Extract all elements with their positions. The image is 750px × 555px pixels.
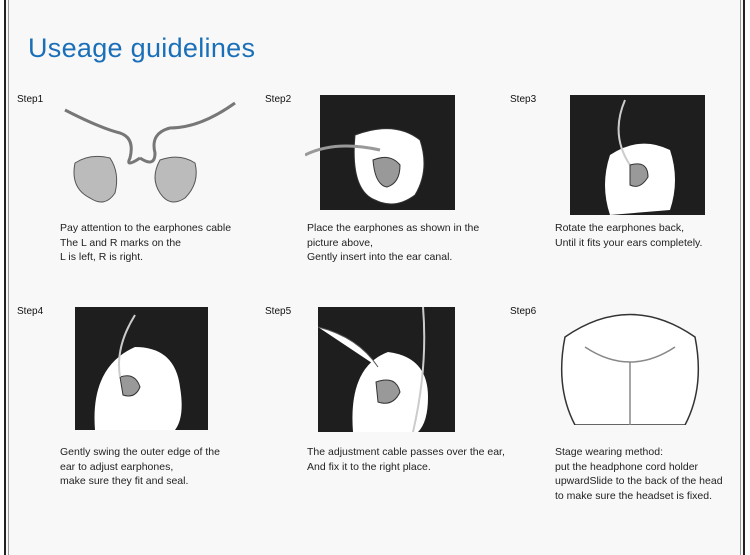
- step2-caption: Place the earphones as shown in the pict…: [307, 221, 479, 265]
- caption-line: picture above,: [307, 236, 373, 249]
- step5-label: Step5: [265, 306, 292, 317]
- step3-caption: Rotate the earphones back, Until it fits…: [555, 221, 702, 250]
- step6-head-illustration: [560, 313, 700, 425]
- caption-line: Rotate the earphones back,: [555, 222, 685, 234]
- caption-line: L is left, R is right.: [60, 251, 144, 263]
- step1-earphones-illustration: [64, 101, 236, 203]
- step6-caption: Stage wearing method: put the headphone …: [555, 445, 723, 503]
- caption-line: The L and R marks on the: [60, 236, 182, 249]
- step5-cable-illustration: [318, 307, 455, 432]
- step4-label: Step4: [17, 306, 44, 317]
- caption-line: upwardSlide to the back of the head: [555, 475, 723, 487]
- step1-label: Step1: [17, 94, 44, 105]
- step2-label: Step2: [265, 94, 292, 105]
- caption-line: ear to adjust earphones,: [60, 460, 174, 473]
- caption-line: make sure they fit and seal.: [60, 475, 189, 487]
- caption-line: Gently swing the outer edge of the: [60, 446, 220, 458]
- caption-line: Stage wearing method:: [555, 446, 663, 458]
- step6-label: Step6: [510, 306, 537, 317]
- step3-ear-illustration: [570, 95, 705, 215]
- step3-label: Step3: [510, 94, 537, 105]
- caption-line: Pay attention to the earphones cable: [60, 222, 232, 234]
- caption-line: put the headphone cord holder: [555, 460, 699, 473]
- step4-caption: Gently swing the outer edge of the ear t…: [60, 445, 220, 489]
- caption-line: Gently insert into the ear canal.: [307, 251, 453, 263]
- step4-adjust-illustration: [75, 307, 208, 430]
- caption-line: And fix it to the right place.: [307, 460, 431, 473]
- caption-line: Until it fits your ears completely.: [555, 236, 703, 249]
- step2-ear-illustration: [305, 95, 455, 210]
- caption-line: to make sure the headset is fixed.: [555, 489, 713, 502]
- step1-caption: Pay attention to the earphones cable The…: [60, 221, 231, 265]
- step5-caption: The adjustment cable passes over the ear…: [307, 445, 505, 474]
- page-frame: [4, 0, 745, 555]
- caption-line: The adjustment cable passes over the ear…: [307, 446, 505, 458]
- caption-line: Place the earphones as shown in the: [307, 222, 480, 234]
- page-title: Useage guidelines: [28, 33, 256, 63]
